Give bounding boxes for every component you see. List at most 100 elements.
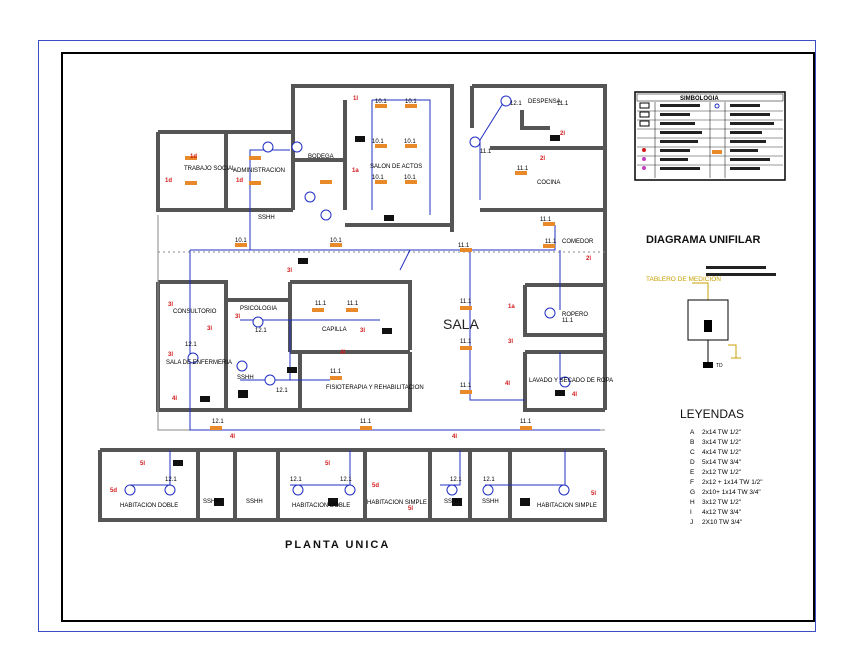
room-bodega: BODEGA (308, 154, 334, 160)
room-sshh-bottom-1: SSHH (203, 499, 220, 505)
legend-text: 3x12 TW 1/2" (702, 499, 742, 506)
drawing-border-outer (38, 40, 816, 632)
legend-text: 2X10 TW 3/4" (702, 519, 743, 526)
svg-text:12.1: 12.1 (340, 477, 352, 483)
svg-text:12.1: 12.1 (483, 477, 495, 483)
legend-code: F (690, 479, 694, 486)
svg-text:5d: 5d (372, 483, 379, 489)
room-habitacion-simple-2: HABITACION SIMPLE (537, 503, 597, 509)
legend-text: 3x14 TW 1/2" (702, 439, 742, 446)
legend-block: LEYENDAS A 2x14 TW 1/2" B 3x14 TW 1/2" C… (680, 407, 763, 526)
room-despensa: DESPENSA (528, 99, 561, 105)
legend-code: C (690, 449, 695, 456)
svg-text:12.1: 12.1 (276, 388, 288, 394)
svg-text:12.1: 12.1 (212, 419, 224, 425)
legend-code: G (690, 489, 695, 496)
legend-text: 2x12 + 1x14 TW 1/2" (702, 479, 763, 486)
svg-text:11.1: 11.1 (360, 419, 372, 425)
svg-text:11.1: 11.1 (347, 301, 359, 307)
walls (98, 84, 607, 522)
svg-text:3l: 3l (207, 326, 212, 332)
drawing-border-inner (61, 52, 815, 622)
room-fisioterapia: FISIOTERAPIA Y REHABILITACION (326, 385, 424, 391)
room-comedor: COMEDOR (562, 239, 594, 245)
svg-text:1a: 1a (352, 168, 359, 174)
legend-code: D (690, 459, 695, 466)
svg-text:5d: 5d (110, 488, 117, 494)
room-trabajo-social: TRABAJO SOCIAL (184, 166, 236, 172)
room-ropero: ROPERO (562, 312, 588, 318)
svg-text:11.1: 11.1 (540, 217, 552, 223)
room-psicologia: PSICOLOGIA (240, 306, 277, 312)
room-habitacion-doble-1: HABITACION DOBLE (120, 503, 178, 509)
legend-title: LEYENDAS (680, 407, 744, 421)
svg-text:10.1: 10.1 (372, 175, 384, 181)
room-sshh-bottom-2: SSHH (246, 499, 263, 505)
legend-text: 4x12 TW 3/4" (702, 509, 742, 516)
legend-text: 2x10+ 1x14 TW 3/4" (702, 489, 761, 496)
svg-text:5l: 5l (591, 491, 596, 497)
legend-code: I (690, 509, 692, 516)
tablero-label: TABLERO DE MEDICIÓN (646, 274, 721, 283)
svg-text:10.1: 10.1 (372, 139, 384, 145)
svg-text:12.1: 12.1 (255, 328, 267, 334)
svg-text:3l: 3l (235, 314, 240, 320)
svg-text:4l: 4l (572, 392, 577, 398)
svg-text:10.1: 10.1 (405, 99, 417, 105)
svg-text:11.1: 11.1 (330, 369, 342, 375)
svg-text:11.1: 11.1 (315, 301, 327, 307)
unifilar-diagram: DIAGRAMA UNIFILAR TABLERO DE MEDICIÓN TD (646, 234, 776, 369)
legend-text: 2x14 TW 1/2" (702, 429, 742, 436)
svg-text:11.1: 11.1 (460, 383, 472, 389)
td-label: TD (716, 363, 723, 369)
svg-text:1a: 1a (508, 304, 515, 310)
svg-text:4l: 4l (452, 434, 457, 440)
legend-text: 5x14 TW 3/4" (702, 459, 742, 466)
room-capilla: CAPILLA (322, 327, 347, 333)
legend-code: H (690, 499, 695, 506)
svg-text:2l: 2l (540, 156, 545, 162)
svg-text:11.1: 11.1 (520, 419, 532, 425)
luminaires (124, 95, 571, 496)
sala-label: SALA (443, 316, 479, 332)
unifilar-title: DIAGRAMA UNIFILAR (646, 234, 761, 246)
svg-text:5l: 5l (140, 461, 145, 467)
symbology-title: SIMBOLOGIA (680, 96, 719, 102)
svg-text:4l: 4l (340, 350, 345, 356)
svg-text:4l: 4l (230, 434, 235, 440)
legend-text: 4x14 TW 1/2" (702, 449, 742, 456)
svg-text:10.1: 10.1 (404, 139, 416, 145)
legend-code: A (690, 429, 695, 436)
room-consultorio: CONSULTORIO (173, 309, 217, 315)
room-labels: TRABAJO SOCIAL ADMINISTRACION SALON DE A… (120, 99, 613, 509)
room-salon-actos: SALON DE ACTOS (370, 164, 422, 170)
svg-text:12.1: 12.1 (290, 477, 302, 483)
legend-code: E (690, 469, 695, 476)
lamps (185, 104, 555, 430)
legend-code: B (690, 439, 694, 446)
symbology-table: SIMBOLOGIA (634, 91, 786, 181)
svg-text:11.1: 11.1 (545, 239, 557, 245)
svg-text:3l: 3l (360, 328, 365, 334)
svg-text:3l: 3l (508, 339, 513, 345)
room-sshh-bottom-3: SSHH (444, 499, 461, 505)
room-habitacion-doble-2: HABITACION DOBLE (292, 503, 350, 509)
legend-text: 2x12 TW 1/2" (702, 469, 742, 476)
svg-text:1d: 1d (236, 178, 243, 184)
svg-text:4l: 4l (172, 396, 177, 402)
junction-boxes (173, 135, 565, 506)
svg-text:3l: 3l (168, 352, 173, 358)
svg-text:11.1: 11.1 (480, 149, 492, 155)
svg-text:10.1: 10.1 (404, 175, 416, 181)
svg-text:12.1: 12.1 (450, 477, 462, 483)
room-sshh-mid: SSHH (237, 375, 254, 381)
svg-text:2l: 2l (586, 256, 591, 262)
room-sala-enfermeria: SALA DE ENFERMERIA (166, 360, 232, 366)
room-lavado-secado: LAVADO Y SECADO DE ROPA (529, 378, 613, 384)
svg-text:11.1: 11.1 (458, 243, 470, 249)
svg-text:10.1: 10.1 (235, 238, 247, 244)
room-administracion: ADMINISTRACION (233, 168, 285, 174)
svg-text:11.1: 11.1 (517, 166, 529, 172)
svg-text:1d: 1d (190, 154, 197, 160)
